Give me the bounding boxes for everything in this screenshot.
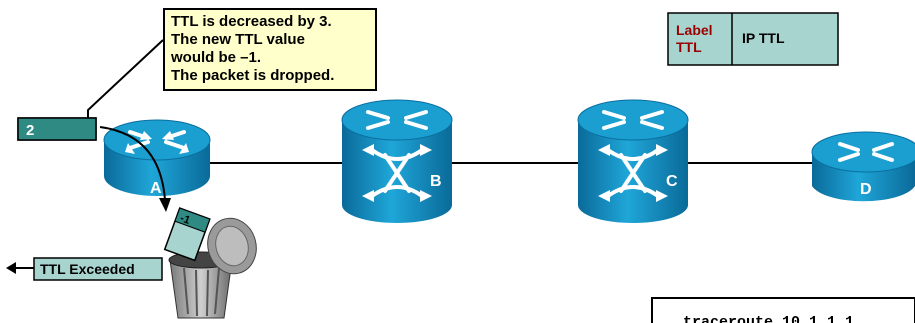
command-box: traceroute 10.1.1.1 (651, 297, 915, 323)
switch-c-icon (577, 99, 689, 223)
traceroute-command: traceroute 10.1.1.1 (683, 314, 854, 323)
label-ttl-line1: Label (676, 22, 713, 38)
ttl-exceeded-message: TTL Exceeded (6, 257, 163, 281)
callout-line-3: would be –1. (171, 49, 262, 66)
ttl-callout: TTL is decreased by 3. The new TTL value… (163, 8, 377, 91)
drop-arrow (99, 126, 171, 212)
switch-c-label: C (666, 173, 678, 190)
packet-header-legend: Label TTL IP TTL (667, 12, 839, 66)
labeled-packet: 2 (17, 117, 97, 141)
router-d-label: D (860, 181, 872, 198)
trash-bin-icon (168, 217, 257, 319)
dropped-packet-label: -1 (178, 212, 191, 227)
switch-b-icon (341, 99, 453, 223)
label-ttl-line2: TTL (676, 39, 702, 55)
callout-line-4: The packet is dropped. (171, 67, 335, 84)
router-d-icon (811, 131, 915, 202)
router-a-label: A (150, 180, 162, 197)
packet-label-value: 2 (26, 122, 34, 139)
switch-b-label: B (430, 173, 442, 190)
callout-line-2: The new TTL value (171, 31, 305, 48)
dropped-packet: -1 (163, 207, 211, 262)
callout-pointer (87, 39, 164, 118)
callout-line-1: TTL is decreased by 3. (171, 13, 332, 30)
ttl-exceeded-label: TTL Exceeded (40, 261, 135, 277)
ip-ttl-label: IP TTL (742, 30, 785, 46)
